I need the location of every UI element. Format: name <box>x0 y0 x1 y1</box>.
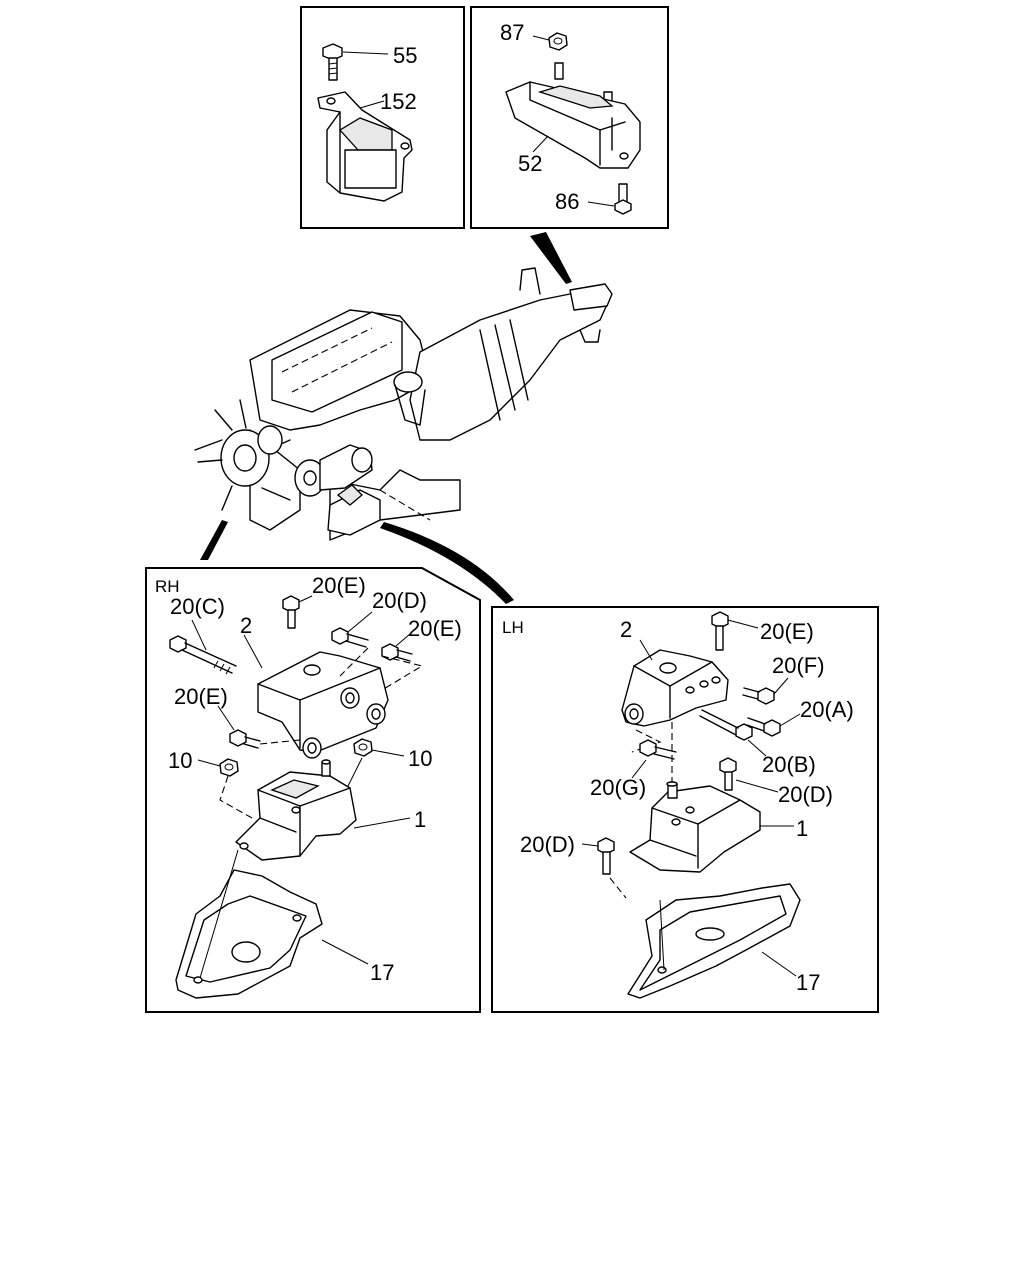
lh-callout-20e: 20(E) <box>760 619 814 644</box>
pointer-to-rh <box>200 520 228 560</box>
mount-52 <box>505 62 641 169</box>
pointer-to-top-right <box>530 232 572 284</box>
rh-plate-17 <box>175 849 369 999</box>
lh-callout-1: 1 <box>796 816 808 841</box>
cooling-fan <box>194 399 291 511</box>
rh-callout-20e-right: 20(E) <box>408 616 462 641</box>
top-right-panel: 87 52 86 <box>470 6 669 229</box>
bolt-55 <box>322 43 389 81</box>
engine-transmission-illustration <box>194 232 613 604</box>
callout-86: 86 <box>555 189 579 214</box>
lh-bolt-20a <box>746 713 801 737</box>
bolt-20e-left <box>217 705 301 749</box>
lh-bolt-20d-right <box>719 757 779 793</box>
rh-callout-20e-left: 20(E) <box>174 684 228 709</box>
long-bolt-20c <box>169 619 237 675</box>
nut-10-left <box>197 758 253 819</box>
bolt-20e-top <box>282 595 313 629</box>
lh-plate-17 <box>627 883 801 999</box>
callout-55: 55 <box>393 43 417 68</box>
rh-callout-20e-top: 20(E) <box>312 573 366 598</box>
lh-callout-2: 2 <box>620 617 632 642</box>
bolt-86 <box>587 183 632 215</box>
lh-callout-20d-right: 20(D) <box>778 782 833 807</box>
rh-callout-20d: 20(D) <box>372 588 427 613</box>
callout-87: 87 <box>500 20 524 45</box>
rh-side-label: RH <box>155 577 180 596</box>
rh-bracket-2 <box>243 634 389 759</box>
top-left-panel: 55 152 <box>300 6 465 229</box>
rh-callout-10-left: 10 <box>168 748 192 773</box>
lh-panel: LH <box>491 606 879 1013</box>
rh-callout-1: 1 <box>414 807 426 832</box>
lh-callout-17: 17 <box>796 970 820 995</box>
bolt-20d <box>331 611 373 648</box>
rh-panel: RH <box>145 567 481 1013</box>
rh-callout-17: 17 <box>370 960 394 985</box>
callout-152: 152 <box>380 89 417 114</box>
nut-10-right <box>345 738 405 791</box>
nut-87 <box>532 32 568 51</box>
rh-callout-20c: 20(C) <box>170 594 225 619</box>
rh-rubber-mount-1 <box>235 759 411 861</box>
lh-rubber-mount-1 <box>629 781 794 873</box>
lh-callout-20a: 20(A) <box>800 697 854 722</box>
pointer-to-lh <box>380 522 514 604</box>
lh-callout-20f: 20(F) <box>772 653 825 678</box>
bracket-152 <box>317 91 413 202</box>
rh-callout-2: 2 <box>240 613 252 638</box>
lh-bolt-20d-left <box>581 837 627 899</box>
rh-callout-10-right: 10 <box>408 746 432 771</box>
lh-side-label: LH <box>502 618 524 637</box>
lh-bolt-20f <box>742 677 789 705</box>
callout-52: 52 <box>518 151 542 176</box>
lh-bolt-20g <box>631 739 677 779</box>
lh-bolt-20e <box>711 611 759 651</box>
lh-callout-20g: 20(G) <box>590 775 646 800</box>
bolt-20e-right <box>339 633 424 691</box>
lh-callout-20b: 20(B) <box>762 752 816 777</box>
lh-bracket-2 <box>621 639 729 786</box>
lh-callout-20d-left: 20(D) <box>520 832 575 857</box>
lh-bolt-20b <box>699 709 767 757</box>
